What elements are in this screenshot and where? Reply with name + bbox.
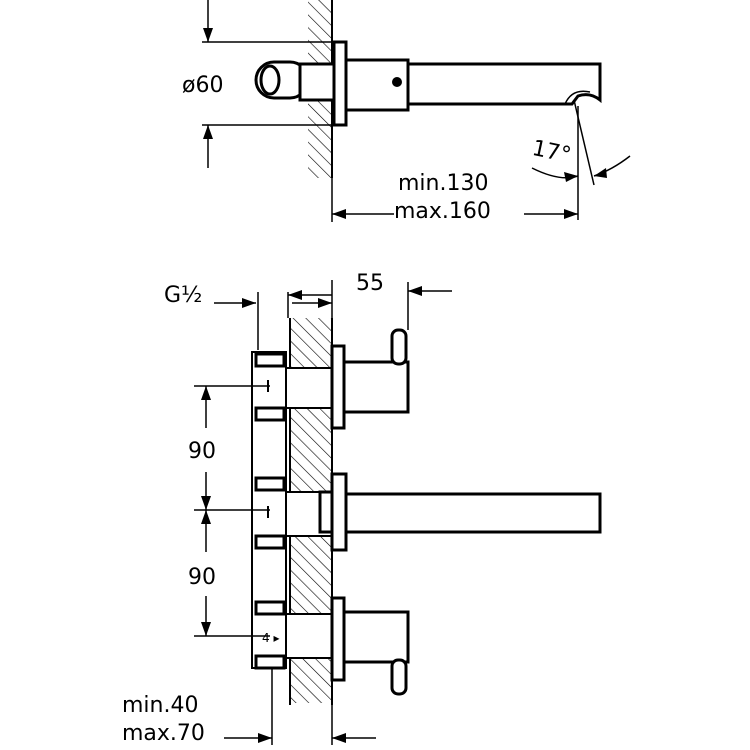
thread-arrow — [242, 298, 256, 308]
depth-label: 55 — [356, 271, 384, 296]
lower-handle — [330, 596, 410, 696]
wall-depth-arrow-left — [258, 733, 272, 743]
upper-handle — [330, 328, 410, 430]
side-spout — [318, 472, 602, 552]
angle-line — [573, 99, 595, 186]
top-spout — [406, 62, 602, 106]
spacing-lower-label: 90 — [188, 565, 216, 590]
angle-label: 17° — [530, 136, 573, 169]
top-flange — [332, 40, 348, 127]
top-handle-knob — [254, 60, 336, 102]
spout-min-label: min.130 — [398, 171, 488, 196]
spacing-upper-label: 90 — [188, 439, 216, 464]
angle-arrow-right — [594, 168, 607, 178]
spout-dim-arrow-left — [332, 209, 346, 219]
spacing-lower-arrow-bottom — [201, 622, 211, 636]
spacing-upper-arrow-top — [201, 386, 211, 400]
spout-max-label: max.160 — [394, 199, 491, 224]
wall-min-label: min.40 — [122, 693, 198, 718]
top-view: ø60 17° min.130 max.160 — [182, 0, 631, 224]
depth-arrow-left — [288, 290, 302, 300]
diameter-label: ø60 — [182, 73, 223, 98]
spacing-lower-arrow-top — [201, 510, 211, 524]
thread-label: G½ — [164, 283, 202, 308]
angle-arrow-left — [564, 172, 578, 182]
top-spout-tip — [564, 90, 591, 105]
spout-dim-arrow-right — [564, 209, 578, 219]
wall-max-label: max.70 — [122, 721, 205, 746]
diameter-arrow-top — [203, 28, 213, 42]
depth-arrow-right — [408, 286, 422, 296]
side-view: G½ 55 4 ▸ — [122, 271, 602, 746]
spacing-upper-arrow-bottom — [201, 496, 211, 510]
diameter-arrow-bottom — [203, 125, 213, 139]
wall-depth-arrow-right — [332, 733, 346, 743]
top-body-hole — [392, 77, 402, 87]
svg-text:4 ▸: 4 ▸ — [262, 631, 279, 645]
